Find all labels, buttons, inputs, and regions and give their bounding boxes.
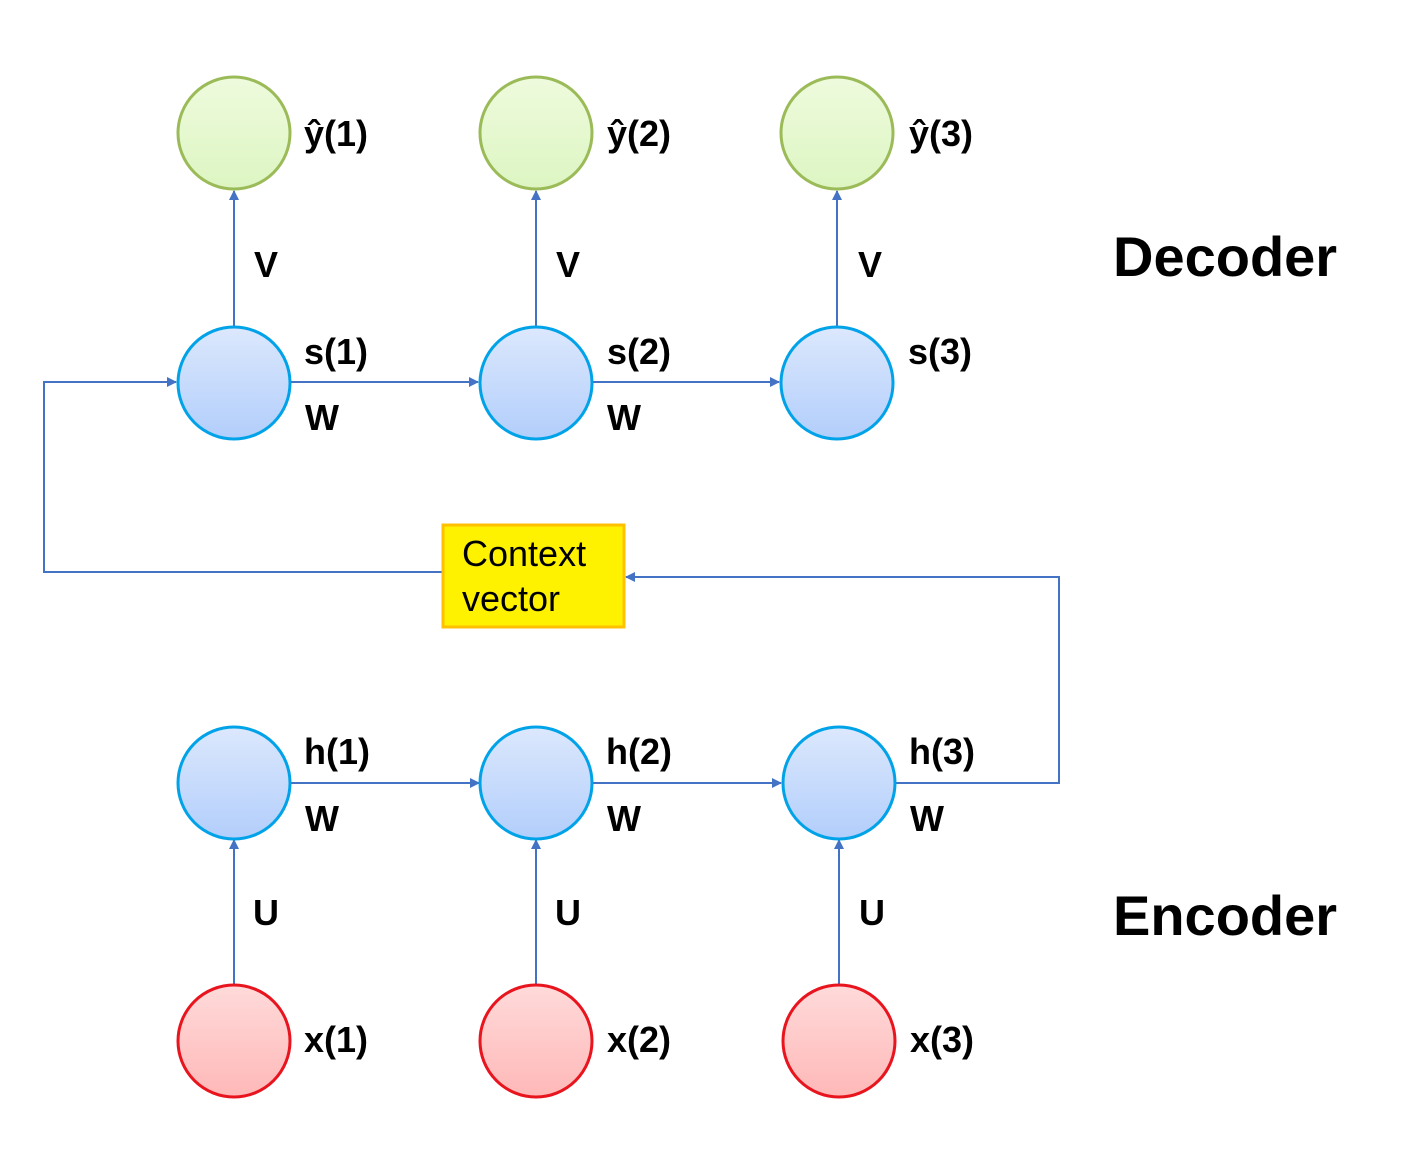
encoder-state-label-3: h(3) xyxy=(909,731,975,772)
u-label-3: U xyxy=(859,892,885,933)
input-node-2 xyxy=(478,983,594,1099)
context-vector: Context vector xyxy=(441,523,626,629)
encoder-input-nodes xyxy=(176,983,897,1099)
encoder-section-label: Encoder xyxy=(1113,884,1337,947)
encoder-w-label-1: W xyxy=(305,798,339,839)
v-label-3: V xyxy=(858,244,882,285)
input-label-2: x(2) xyxy=(607,1019,671,1060)
encoder-state-label-2: h(2) xyxy=(606,731,672,772)
v-label-1: V xyxy=(254,244,278,285)
u-label-1: U xyxy=(253,892,279,933)
output-node-2 xyxy=(478,75,594,191)
decoder-state-node-1 xyxy=(176,325,292,441)
encoder-input-arrows xyxy=(229,839,844,985)
decoder-state-node-2 xyxy=(478,325,594,441)
encoder-state-label-1: h(1) xyxy=(304,731,370,772)
decoder-output-arrows xyxy=(229,190,842,327)
encoder-w-label-2: W xyxy=(607,798,641,839)
context-vector-box xyxy=(441,523,626,629)
encoder-state-node-2 xyxy=(478,725,594,841)
v-label-2: V xyxy=(556,244,580,285)
input-label-3: x(3) xyxy=(910,1019,974,1060)
encoder-state-node-3 xyxy=(781,725,897,841)
decoder-output-nodes xyxy=(176,75,895,191)
decoder-state-label-2: s(2) xyxy=(607,331,671,372)
decoder-state-label-1: s(1) xyxy=(304,331,368,372)
encoder-state-node-1 xyxy=(176,725,292,841)
decoder-state-nodes xyxy=(176,325,895,441)
output-node-1 xyxy=(176,75,292,191)
decoder-section-label: Decoder xyxy=(1113,225,1337,288)
decoder-w-label-2: W xyxy=(607,397,641,438)
encoder-to-context-arrow xyxy=(625,572,1060,784)
output-node-3 xyxy=(779,75,895,191)
context-vector-line1: Context xyxy=(462,533,586,574)
decoder-w-label-1: W xyxy=(305,397,339,438)
encoder-state-nodes xyxy=(176,725,897,841)
input-node-1 xyxy=(176,983,292,1099)
context-vector-line2: vector xyxy=(462,578,560,619)
decoder-state-label-3: s(3) xyxy=(908,331,972,372)
context-to-decoder-arrow xyxy=(43,377,443,573)
input-node-3 xyxy=(781,983,897,1099)
output-label-1: ŷ(1) xyxy=(304,113,368,154)
decoder-state-node-3 xyxy=(779,325,895,441)
u-label-2: U xyxy=(555,892,581,933)
output-label-3: ŷ(3) xyxy=(909,113,973,154)
input-label-1: x(1) xyxy=(304,1019,368,1060)
encoder-w-label-3: W xyxy=(910,798,944,839)
output-label-2: ŷ(2) xyxy=(607,113,671,154)
